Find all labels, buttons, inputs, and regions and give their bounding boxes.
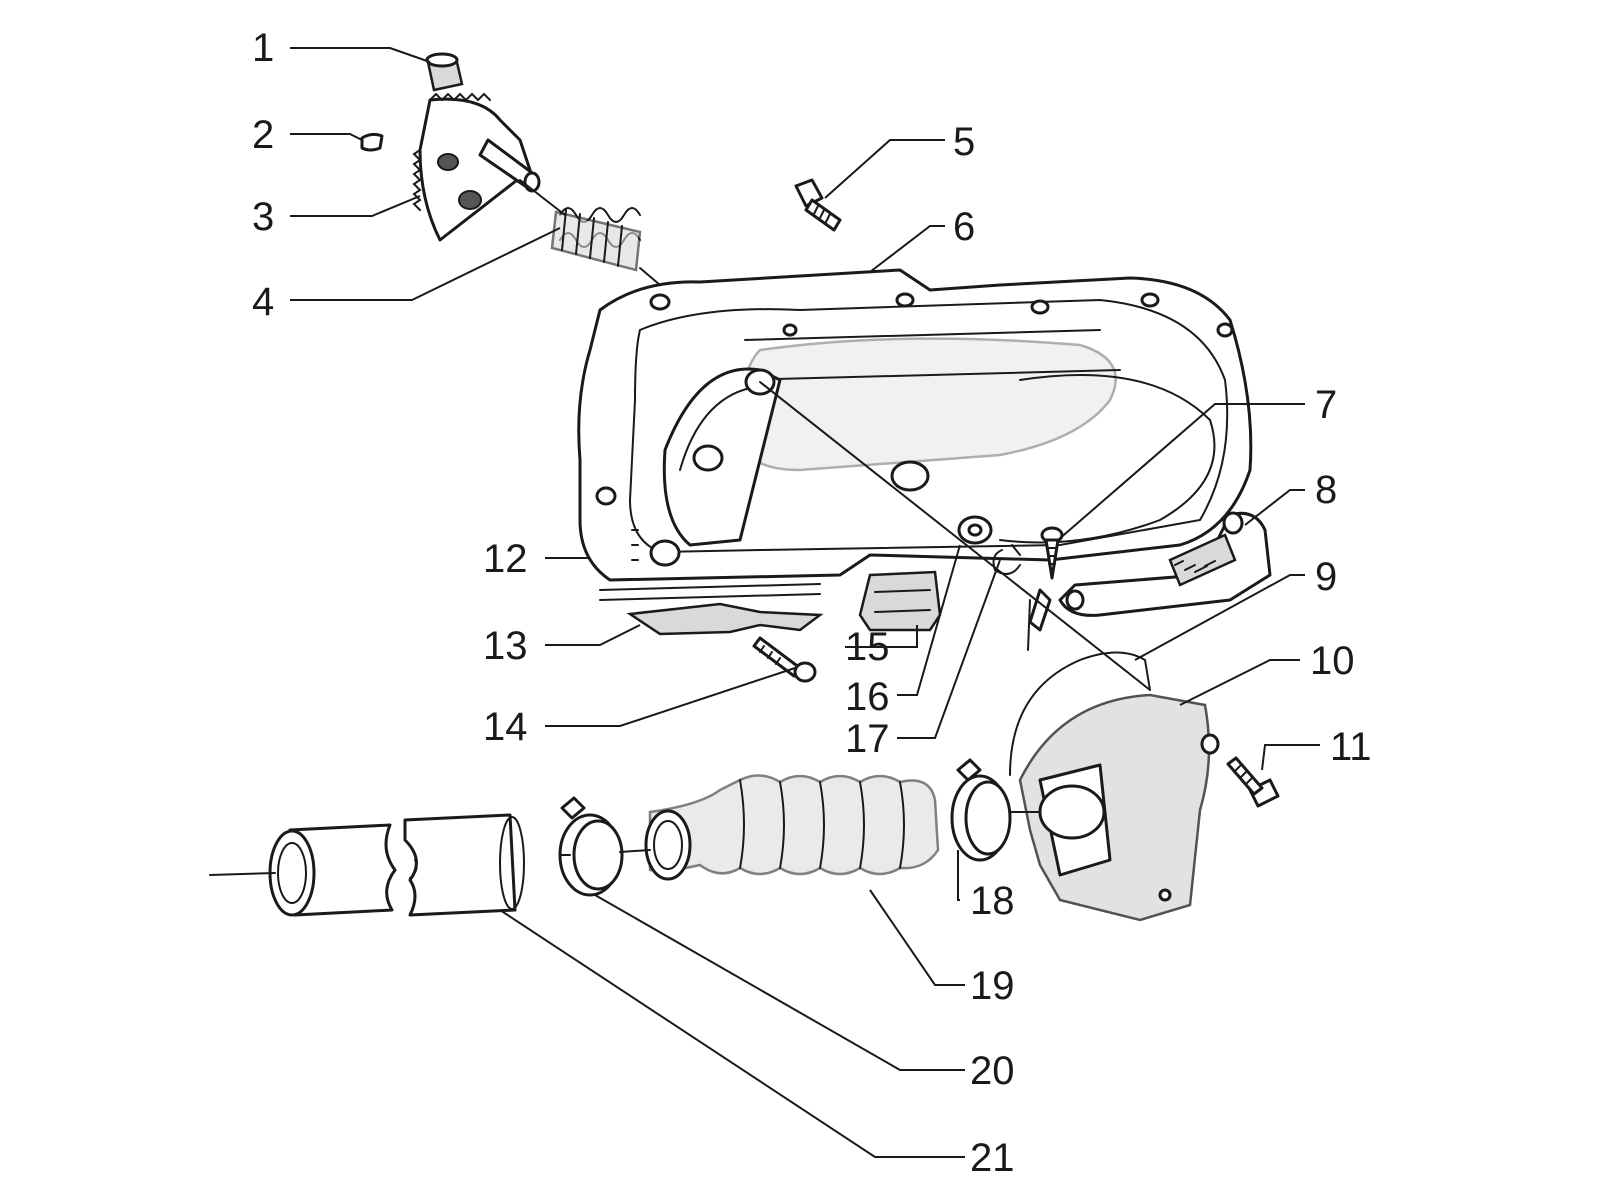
callout-7: 7 — [1315, 383, 1337, 427]
callout-16: 16 — [845, 675, 890, 719]
part-1-bushing — [425, 52, 464, 92]
callout-20: 20 — [970, 1049, 1015, 1093]
part-13-gasket — [626, 602, 824, 636]
part-8-kick-pedal — [1028, 511, 1272, 632]
callout-6: 6 — [953, 205, 975, 249]
callout-1: 1 — [252, 26, 274, 70]
part-15-rubber-block — [858, 570, 942, 632]
part-18-hose-clamp — [950, 758, 1012, 862]
part-21-tube — [268, 813, 525, 917]
part-10-intake-bracket — [1018, 693, 1220, 922]
callout-8: 8 — [1315, 468, 1337, 512]
callout-9: 9 — [1315, 555, 1337, 599]
callout-5: 5 — [953, 120, 975, 164]
part-3-kickstart-gear — [412, 92, 541, 242]
callout-12: 12 — [483, 537, 528, 581]
callout-18: 18 — [970, 879, 1015, 923]
callout-13: 13 — [483, 624, 528, 668]
leader-lines — [290, 47, 1320, 1158]
part-2-key — [360, 132, 384, 152]
callout-21: 21 — [970, 1136, 1015, 1180]
part-19-intake-boot — [644, 774, 940, 881]
part-14-bolt — [752, 636, 817, 683]
callout-19: 19 — [970, 964, 1015, 1008]
callout-17: 17 — [845, 717, 890, 761]
callout-10: 10 — [1310, 639, 1355, 683]
callout-3: 3 — [252, 195, 274, 239]
part-11-screw — [1226, 756, 1280, 808]
callout-labels: 1 2 3 4 5 6 7 8 9 10 11 12 13 14 15 16 1… — [252, 26, 1372, 1180]
part-20-hose-clamp — [558, 796, 624, 897]
callout-14: 14 — [483, 705, 528, 749]
callout-4: 4 — [252, 280, 274, 324]
part-5-bolt — [794, 178, 842, 232]
callout-11: 11 — [1330, 725, 1372, 769]
part-17-circlip — [992, 544, 1021, 575]
part-6-transmission-cover — [577, 268, 1253, 601]
callout-15: 15 — [845, 625, 890, 669]
assembly-axis-lines — [209, 179, 1151, 876]
part-9-seal-ring — [1009, 651, 1151, 776]
callout-2: 2 — [252, 113, 274, 157]
part-7-screw — [1040, 526, 1064, 580]
part-16-washer — [957, 515, 993, 545]
part-4-spring — [550, 207, 642, 272]
